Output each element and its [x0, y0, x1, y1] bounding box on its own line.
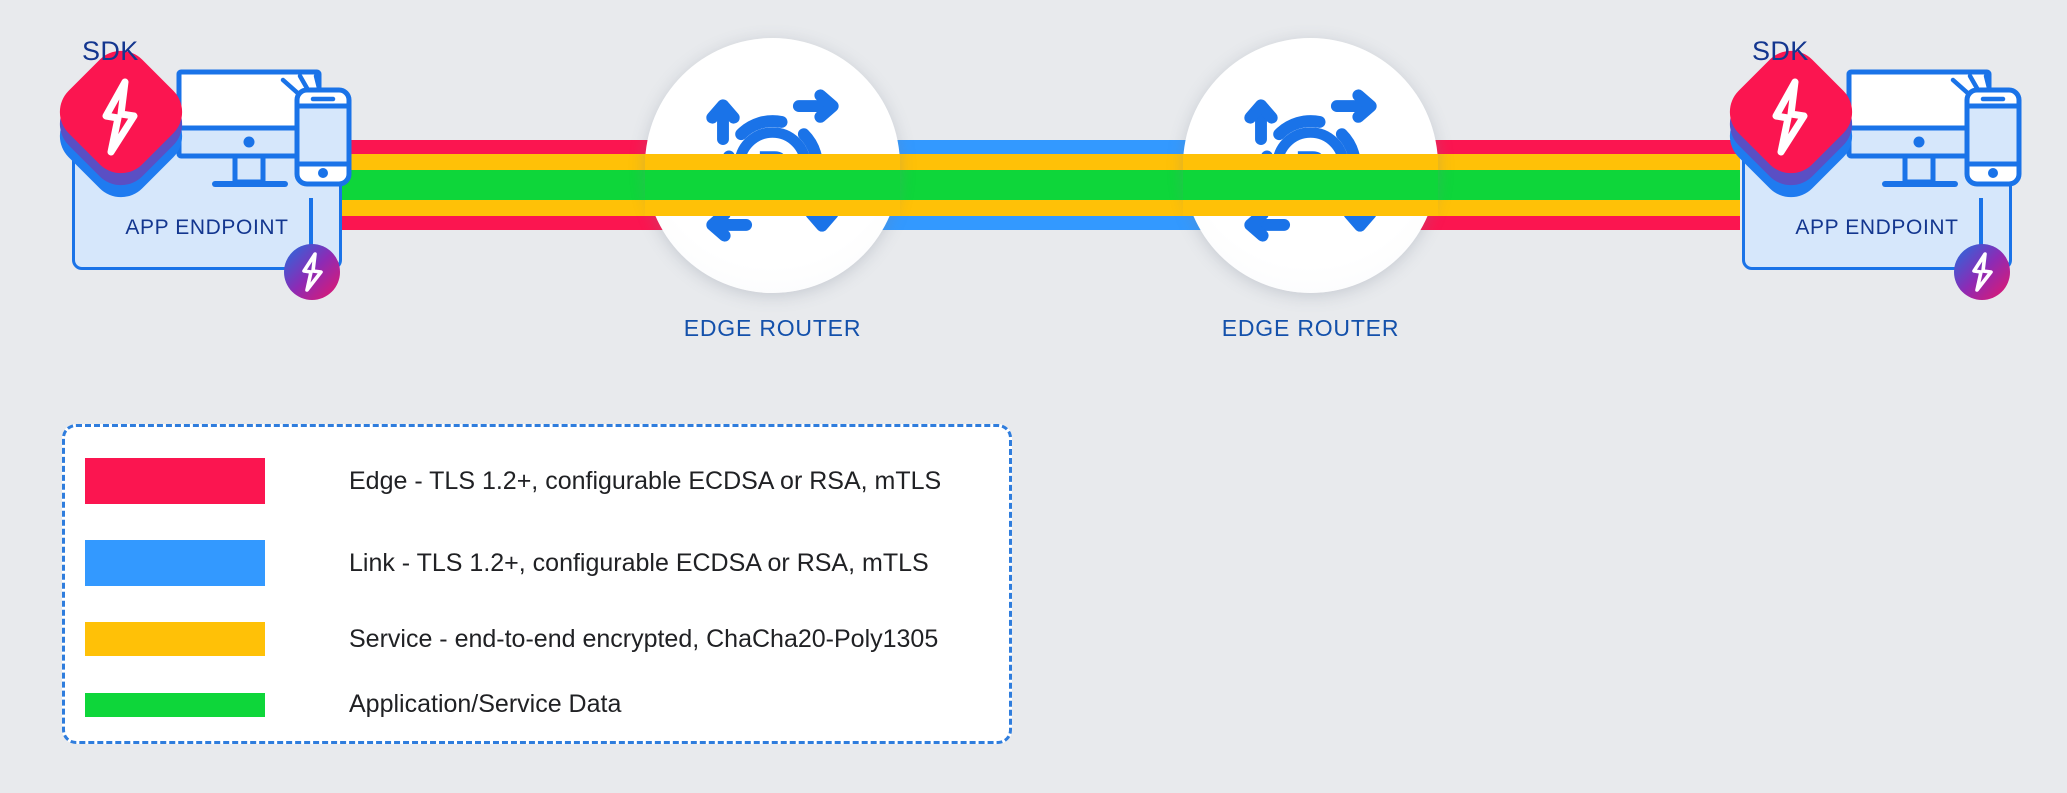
cable-link-middle — [870, 140, 1210, 230]
cable-front-router-1 — [645, 154, 900, 216]
router-1-label: EDGE ROUTER — [683, 315, 862, 341]
router-2-label: EDGE ROUTER — [1221, 315, 1400, 341]
legend-label-app-data: Application/Service Data — [349, 690, 622, 718]
legend-swatch-link — [85, 540, 265, 586]
stripe-data-green — [1183, 170, 1438, 200]
stripe-service-orange-top — [1183, 154, 1438, 170]
legend-label-service: Service - end-to-end encrypted, ChaCha20… — [349, 624, 939, 653]
legend-item-edge: Edge - TLS 1.2+, configurable ECDSA or R… — [85, 458, 941, 504]
right-sdk-label: SDK — [1752, 36, 1809, 66]
stripe-data-green — [645, 170, 900, 200]
left-endpoint-identity-badge-icon[interactable] — [283, 243, 341, 301]
sdk-lightning-bolt-icon — [1772, 78, 1808, 156]
stripe-service-orange-top — [645, 154, 900, 170]
stripe-link-blue-top — [870, 140, 1210, 154]
left-sdk-label: SDK — [82, 36, 139, 66]
legend-swatch-app-data — [85, 692, 265, 717]
cable-front-router-2 — [1183, 154, 1438, 216]
stripe-link-blue-bottom — [870, 216, 1210, 230]
right-endpoint-devices-icon — [1846, 69, 2022, 187]
legend-label-link: Link - TLS 1.2+, configurable ECDSA or R… — [349, 548, 929, 577]
stripe-service-orange-bottom — [645, 200, 900, 216]
stripe-edge-red-bottom — [338, 216, 758, 230]
stripe-service-orange-bottom — [1183, 200, 1438, 216]
legend-swatch-edge — [85, 458, 265, 504]
stripe-data-green — [870, 170, 1210, 200]
legend-label-edge: Edge - TLS 1.2+, configurable ECDSA or R… — [349, 466, 942, 495]
right-app-endpoint-label: APP ENDPOINT — [1795, 216, 1959, 239]
right-endpoint-identity-badge-icon[interactable] — [1953, 243, 2011, 301]
legend-swatch-service — [85, 622, 265, 656]
sdk-lightning-bolt-icon — [102, 78, 138, 156]
legend-item-service: Service - end-to-end encrypted, ChaCha20… — [85, 622, 938, 656]
legend-item-link: Link - TLS 1.2+, configurable ECDSA or R… — [85, 540, 929, 586]
stripe-service-orange-top — [870, 154, 1210, 170]
stripe-service-orange-bottom — [870, 200, 1210, 216]
left-sdk-stack-icon — [47, 38, 195, 210]
legend-item-app-data: Application/Service Data — [85, 690, 621, 719]
right-sdk-stack-icon — [1717, 38, 1865, 210]
left-app-endpoint-label: APP ENDPOINT — [125, 216, 289, 239]
